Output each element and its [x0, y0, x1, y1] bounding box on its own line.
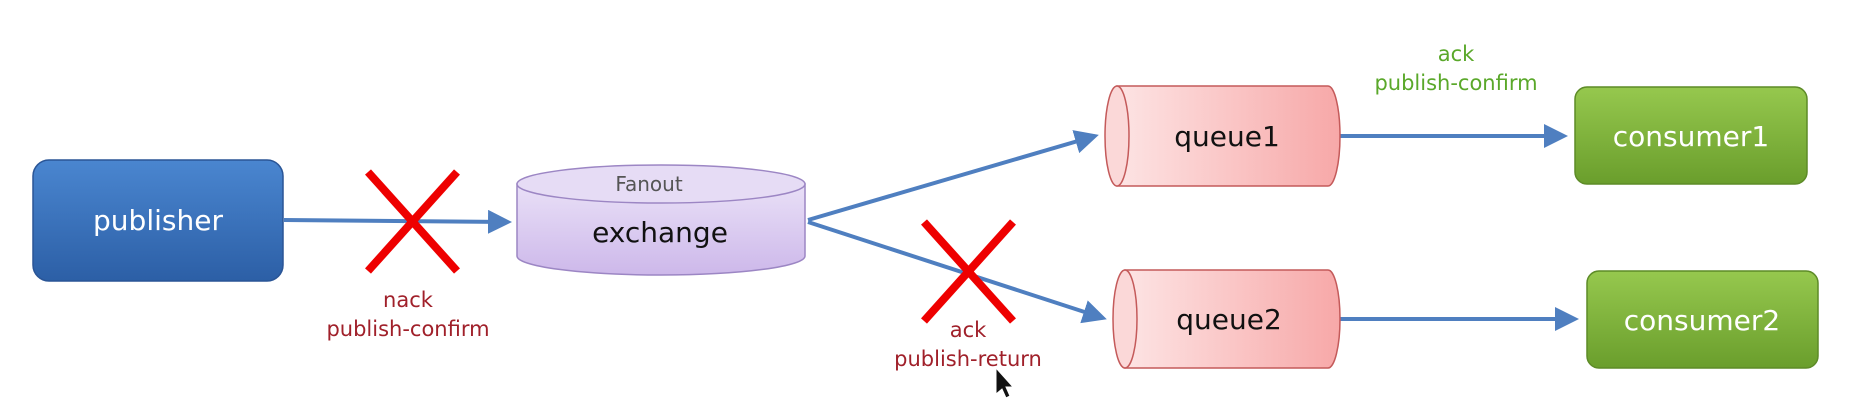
arrow-exchange-to-queue2	[807, 220, 1107, 324]
publisher-node: publisher	[32, 159, 284, 282]
mouse-cursor-icon	[995, 366, 1015, 399]
exchange-node: Fanout exchange	[516, 164, 806, 276]
nack-publish-confirm-text: publish-confirm	[326, 317, 489, 341]
queue1-node: queue1	[1104, 85, 1341, 187]
cross-publisher-failure-icon	[365, 169, 460, 274]
consumer2-node: consumer2	[1586, 270, 1819, 369]
queue2-node: queue2	[1112, 269, 1341, 369]
ack-publish-return-text: publish-return	[894, 347, 1042, 371]
ack-confirm-label: ack	[1438, 42, 1475, 66]
ack-publish-confirm-label: ack publish-confirm	[1374, 42, 1537, 95]
consumer2-label: consumer2	[1624, 304, 1780, 337]
ack-publish-return-label: ack publish-return	[894, 318, 1042, 371]
exchange-label: exchange	[592, 216, 728, 249]
nack-publish-confirm-label: nack publish-confirm	[326, 288, 489, 341]
cross-routing-failure-icon	[921, 219, 1016, 324]
arrow-exchange-to-queue1	[807, 130, 1099, 222]
consumer1-label: consumer1	[1613, 120, 1769, 153]
queue1-label: queue1	[1174, 120, 1280, 153]
queue2-label: queue2	[1176, 303, 1282, 336]
ack-publish-confirm-text: publish-confirm	[1374, 71, 1537, 95]
arrow-publisher-to-exchange	[283, 209, 512, 234]
nack-label: nack	[383, 288, 434, 312]
consumer1-node: consumer1	[1574, 86, 1808, 185]
publisher-label: publisher	[93, 204, 223, 237]
exchange-type-label: Fanout	[615, 172, 683, 196]
ack-return-label: ack	[950, 318, 987, 342]
